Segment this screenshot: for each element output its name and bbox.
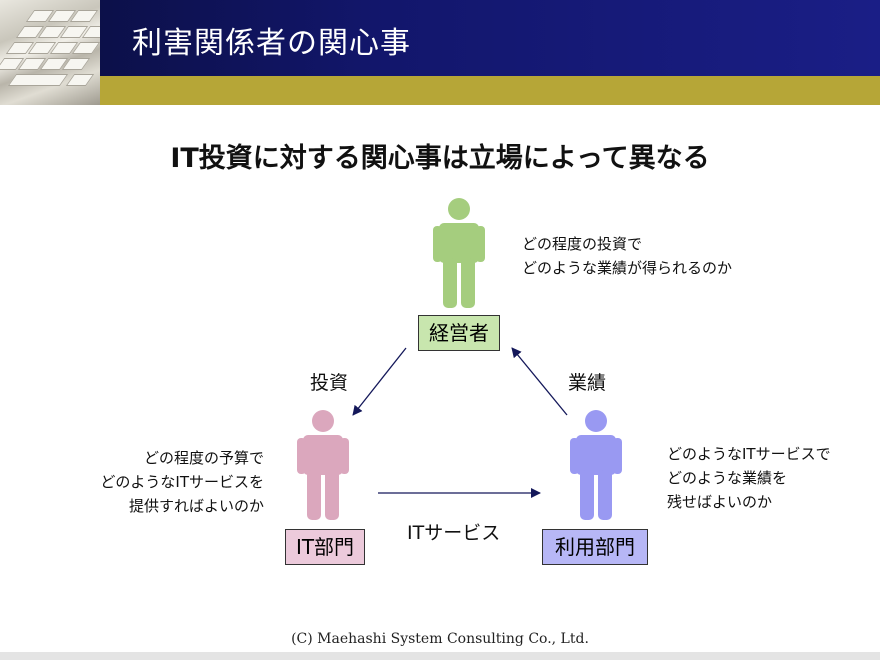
header-bar	[100, 0, 880, 76]
concern-line: どのようなITサービスを	[100, 473, 264, 491]
business-department-role-label: 利用部門	[555, 535, 635, 559]
header-accent-strip	[100, 76, 880, 105]
business-department-person-icon	[570, 410, 622, 520]
investment-label: 投資	[310, 372, 349, 394]
it-department-person-icon	[297, 410, 349, 520]
concern-line: どの程度の投資で	[522, 235, 643, 253]
header-photo	[0, 0, 102, 105]
performance-label: 業績	[568, 372, 607, 394]
slide-title: 利害関係者の関心事	[132, 26, 411, 61]
it-department-concern: どの程度の予算で どのようなITサービスを 提供すればよいのか	[80, 446, 264, 518]
business-department-concern: どのようなITサービスで どのような業績を 残せばよいのか	[667, 442, 831, 514]
footer-bar	[0, 652, 880, 660]
concern-line: どのようなITサービスで	[667, 445, 831, 463]
concern-line: どのような業績が得られるのか	[522, 259, 733, 277]
management-person-icon	[433, 198, 485, 308]
management-concern: どの程度の投資で どのような業績が得られるのか	[522, 232, 732, 280]
copyright-footer: (C) Maehashi System Consulting Co., Ltd.	[291, 631, 589, 647]
concern-line: 提供すればよいのか	[128, 497, 264, 515]
concern-line: 残せばよいのか	[667, 493, 773, 511]
it-service-label: ITサービス	[407, 522, 501, 544]
management-role-box: 経営者	[418, 315, 500, 351]
slide-subtitle: IT投資に対する関心事は立場によって異なる	[170, 143, 710, 174]
management-role-label: 経営者	[429, 321, 489, 345]
investment-arrow	[352, 347, 407, 416]
performance-arrow	[511, 347, 568, 416]
concern-line: どの程度の予算で	[143, 449, 264, 467]
concern-line: どのような業績を	[667, 469, 788, 487]
business-department-role-box: 利用部門	[542, 529, 648, 565]
it-department-role-label: IT部門	[295, 535, 355, 559]
it-department-role-box: IT部門	[285, 529, 365, 565]
